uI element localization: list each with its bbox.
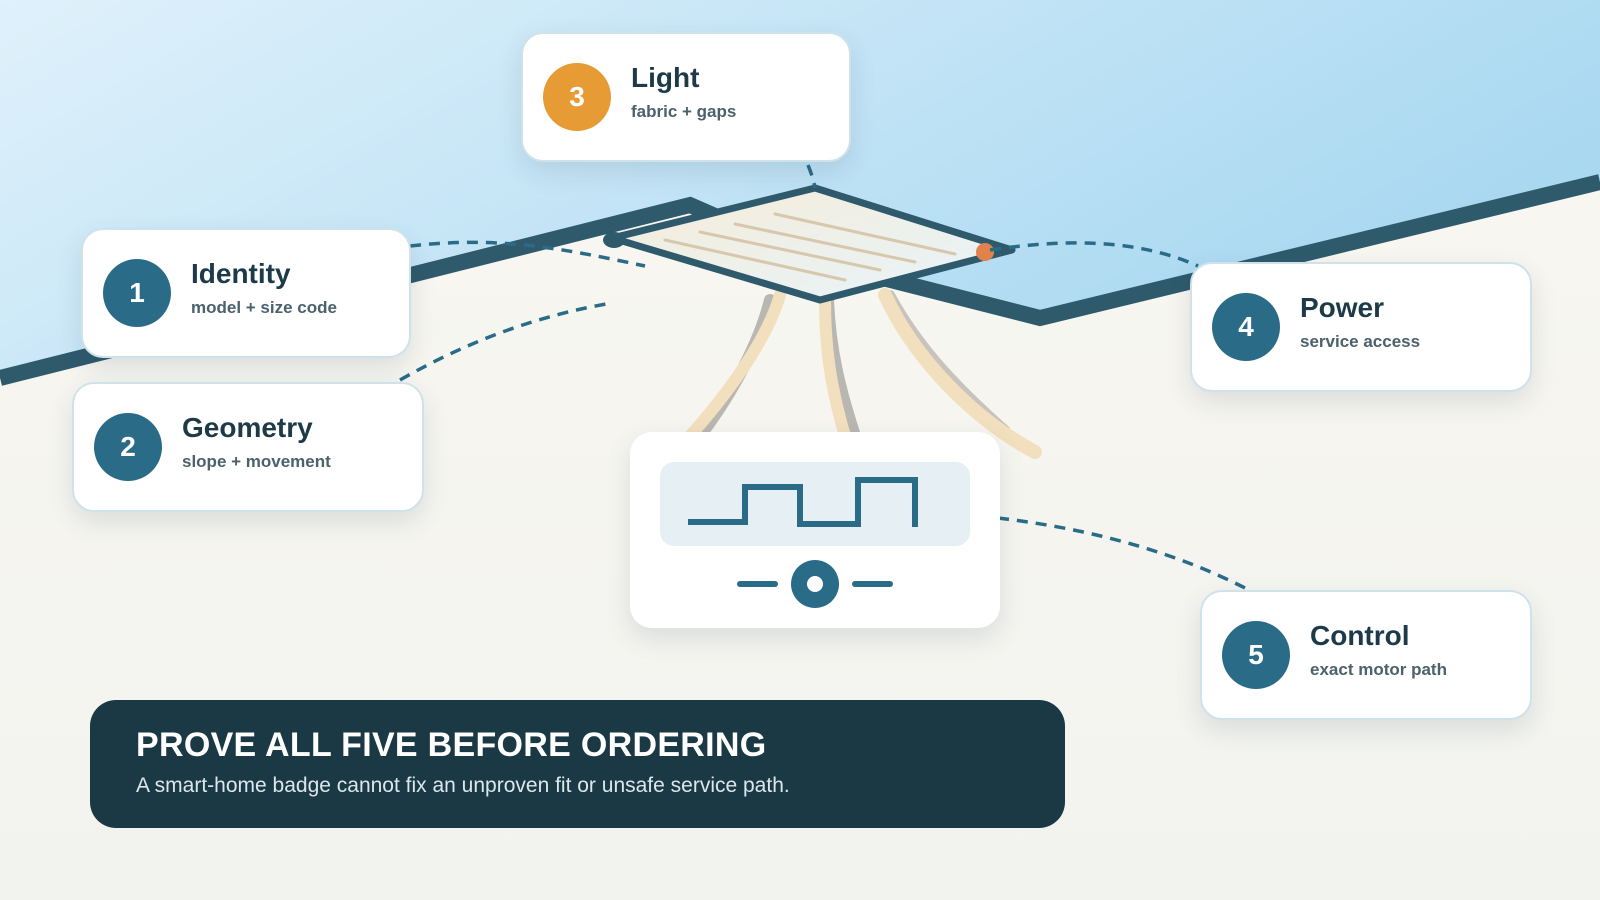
skylight-window-icon <box>603 184 1016 304</box>
callout-headline: PROVE ALL FIVE BEFORE ORDERING <box>136 726 767 764</box>
wall-controller-icon <box>630 432 1000 628</box>
leader-line-power <box>989 241 1199 268</box>
leader-line-identity <box>409 240 646 268</box>
square-wave-icon <box>688 477 918 527</box>
step-number-badge: 5 <box>1222 621 1290 689</box>
step-title: Power <box>1300 292 1385 323</box>
step-number-badge: 1 <box>103 259 171 327</box>
callout-body: A smart-home badge cannot fix an unprove… <box>136 774 790 797</box>
sky-area <box>0 0 1600 370</box>
step-card-power: 4 Power service access <box>1190 262 1532 392</box>
step-number-badge: 2 <box>94 413 162 481</box>
step-subtitle: fabric + gaps <box>631 102 737 121</box>
step-subtitle: slope + movement <box>182 452 331 471</box>
step-subtitle: model + size code <box>191 298 337 317</box>
step-title: Geometry <box>182 412 313 443</box>
step-number-badge: 3 <box>543 63 611 131</box>
step-card-light: 3 Light fabric + gaps <box>521 32 851 162</box>
wiring-cables-icon <box>684 288 1042 459</box>
step-card-geometry: 2 Geometry slope + movement <box>72 382 424 512</box>
step-title: Light <box>631 62 700 93</box>
step-number-badge: 4 <box>1212 293 1280 361</box>
controller-graphic <box>660 462 970 608</box>
step-title: Control <box>1310 620 1410 651</box>
leader-line-light <box>806 164 817 189</box>
leader-line-control <box>997 516 1246 590</box>
step-card-control: 5 Control exact motor path <box>1200 590 1532 720</box>
step-title: Identity <box>191 258 291 289</box>
leader-line-geometry <box>399 301 613 382</box>
step-card-identity: 1 Identity model + size code <box>81 228 411 358</box>
step-subtitle: service access <box>1300 332 1421 351</box>
dial-knob-icon <box>791 560 839 608</box>
summary-callout: PROVE ALL FIVE BEFORE ORDERING A smart-h… <box>90 700 1065 828</box>
step-subtitle: exact motor path <box>1310 660 1447 679</box>
